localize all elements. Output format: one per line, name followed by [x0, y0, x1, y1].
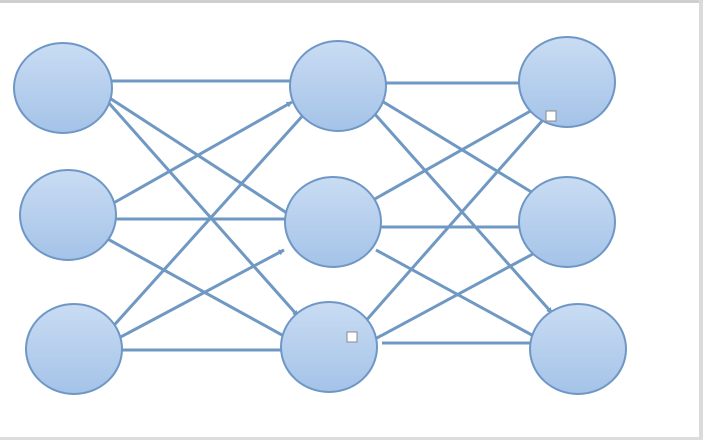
edge-h-1-to-out-3[interactable]: [363, 102, 554, 314]
node-in-1[interactable]: [13, 42, 113, 134]
node-out-1[interactable]: [518, 36, 616, 128]
node-in-2[interactable]: [19, 169, 117, 261]
node-out-2[interactable]: [518, 176, 616, 268]
edge-h-2-to-out-1[interactable]: [365, 98, 551, 206]
node-in-3[interactable]: [25, 303, 123, 395]
edge-in-1-to-h-3[interactable]: [106, 101, 300, 317]
edge-in-2-to-h-1[interactable]: [109, 100, 293, 207]
edge-in-3-to-h-2[interactable]: [99, 248, 285, 350]
frame-bottom-edge: [0, 437, 703, 440]
frame-right-edge: [699, 0, 703, 440]
node-h-2[interactable]: [284, 176, 382, 268]
nodes-layer: [13, 36, 627, 395]
node-h-3[interactable]: [280, 301, 378, 393]
node-h-1[interactable]: [289, 40, 387, 132]
frame-top-edge: [0, 0, 703, 3]
node-out-3[interactable]: [529, 303, 627, 395]
edge-in-3-to-h-1[interactable]: [106, 110, 308, 334]
selection-handle-1[interactable]: [545, 110, 557, 122]
edge-h-3-to-out-1[interactable]: [354, 111, 552, 333]
selection-handles: [346, 110, 557, 343]
edge-in-1-to-h-2[interactable]: [107, 95, 311, 230]
edge-h-3-to-out-2[interactable]: [361, 246, 545, 348]
selection-handle-2[interactable]: [346, 331, 358, 343]
